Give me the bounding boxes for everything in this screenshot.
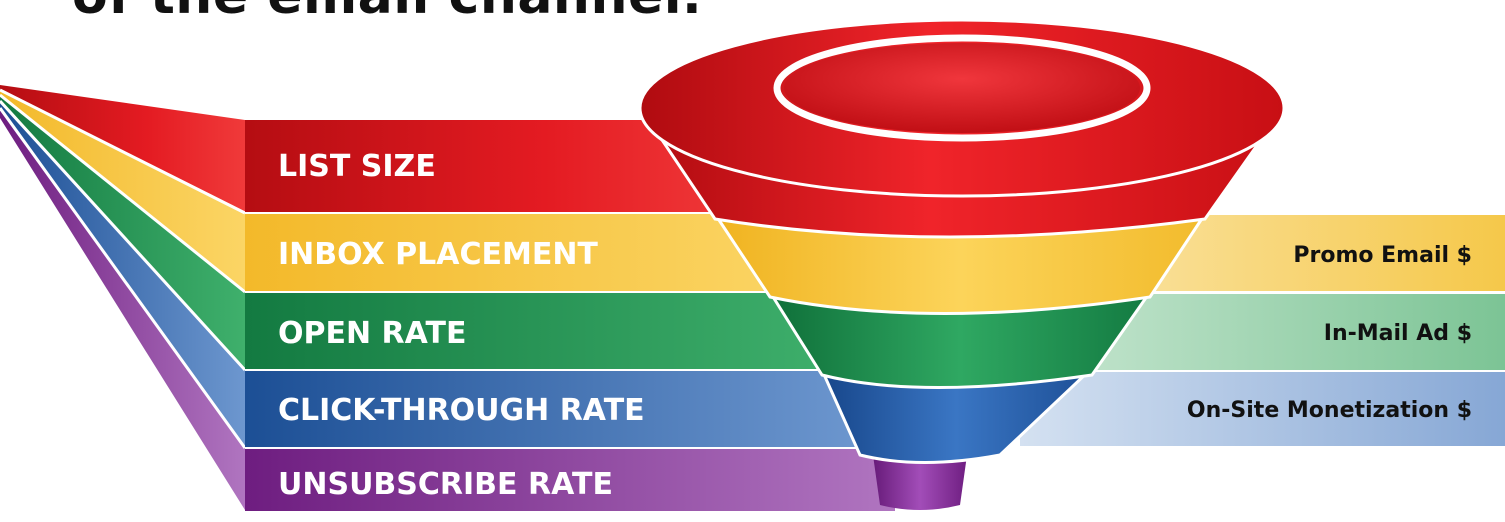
ribbon-unsubscribe — [0, 108, 245, 510]
funnel-segment-purple — [872, 448, 968, 510]
revenue-bar-onsite — [1020, 372, 1505, 446]
band-bar-open-rate — [245, 293, 845, 369]
band-label-inbox: INBOX PLACEMENT — [278, 237, 598, 272]
revenue-label-onsite: On-Site Monetization $ — [1187, 398, 1472, 423]
heading: of the email channel. — [72, 0, 702, 26]
band-labels: LIST SIZE INBOX PLACEMENT OPEN RATE CLIC… — [278, 149, 645, 502]
band-bar-click-through — [245, 371, 865, 447]
revenue-label-inmail: In-Mail Ad $ — [1324, 321, 1472, 346]
band-bar-unsubscribe — [245, 449, 895, 511]
band-label-list-size: LIST SIZE — [278, 149, 436, 184]
band-label-click-through: CLICK-THROUGH RATE — [278, 393, 645, 428]
funnel-opening — [784, 43, 1140, 133]
revenue-label-promo: Promo Email $ — [1293, 243, 1472, 268]
funnel — [638, 18, 1286, 510]
band-label-open-rate: OPEN RATE — [278, 316, 466, 351]
revenue-labels: Promo Email $ In-Mail Ad $ On-Site Monet… — [1187, 243, 1472, 423]
band-label-unsubscribe: UNSUBSCRIBE RATE — [278, 467, 613, 502]
ribbon-group — [0, 85, 247, 510]
funnel-opening-ring — [773, 34, 1151, 142]
band-bar-inbox — [245, 214, 805, 291]
